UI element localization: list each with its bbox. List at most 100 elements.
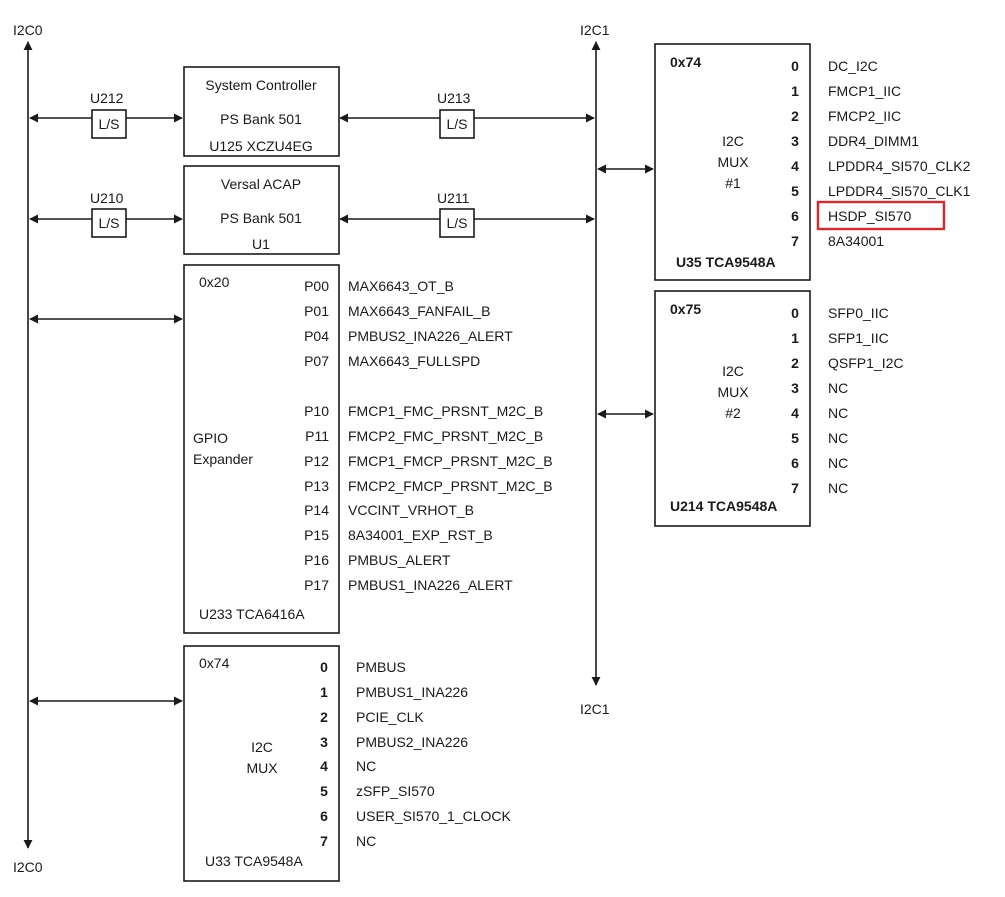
- mux-channel-signal: FMCP1_IIC: [828, 83, 901, 99]
- mux-channel-signal: PMBUS: [356, 659, 406, 675]
- mux-channel-signal: PMBUS1_INA226: [356, 684, 468, 700]
- system-controller-bank: PS Bank 501: [220, 111, 302, 127]
- mux-u33-block: 0x74 I2C MUX U33 TCA9548A: [183, 645, 340, 882]
- mux-channel-signal: PMBUS2_INA226: [356, 734, 468, 750]
- gpio-pin: P07: [304, 353, 329, 369]
- system-controller-block: System Controller PS Bank 501 U125 XCZU4…: [183, 66, 340, 157]
- gpio-signal: VCCINT_VRHOT_B: [348, 502, 474, 518]
- gpio-pin: P01: [304, 303, 329, 319]
- level-shifter-u211: U211 L/S: [437, 190, 475, 238]
- mux-channel-signal: LPDDR4_SI570_CLK1: [828, 183, 971, 199]
- gpio-pin: P16: [304, 552, 329, 568]
- gpio-signal: 8A34001_EXP_RST_B: [348, 527, 493, 543]
- gpio-pin: P15: [304, 527, 329, 543]
- gpio-signal: FMCP1_FMCP_PRSNT_M2C_B: [348, 453, 553, 469]
- gpio-expander-block: 0x20 GPIO Expander U233 TCA6416A: [183, 264, 340, 634]
- gpio-signal: FMCP2_FMC_PRSNT_M2C_B: [348, 428, 543, 444]
- mux-channel-number: 5: [791, 430, 799, 446]
- mux-channel-signal: 8A34001: [828, 233, 884, 249]
- mux-u214-channel-list: 0 SFP0_IIC 1 SFP1_IIC 2 QSFP1_I2C 3 NC 4…: [791, 305, 903, 496]
- mux-channel-number: 0: [791, 58, 799, 74]
- mux-channel-number: 6: [320, 808, 328, 824]
- level-shifter-label: L/S: [446, 116, 467, 132]
- system-controller-title: System Controller: [205, 77, 317, 93]
- gpio-signal: MAX6643_FANFAIL_B: [348, 303, 490, 319]
- mux-u35-block: 0x74 I2C MUX #1 U35 TCA9548A: [654, 43, 811, 281]
- level-shifter-ref: U210: [90, 190, 124, 206]
- mux-u35-label: #1: [725, 175, 741, 191]
- mux-u35-channel-list: 0 DC_I2C 1 FMCP1_IIC 2 FMCP2_IIC 3 DDR4_…: [791, 58, 971, 249]
- level-shifter-u210: U210 L/S: [90, 190, 127, 238]
- gpio-signal: PMBUS1_INA226_ALERT: [348, 577, 513, 593]
- level-shifter-ref: U211: [437, 190, 470, 206]
- mux-channel-signal: NC: [356, 833, 376, 849]
- mux-u35-part: U35 TCA9548A: [676, 254, 776, 270]
- mux-channel-number: 0: [320, 659, 328, 675]
- i2c0-bus: I2C0 I2C0: [13, 22, 43, 875]
- mux-channel-number: 4: [791, 158, 799, 174]
- mux-u214-label: #2: [725, 405, 741, 421]
- level-shifter-u213: U213 L/S: [437, 90, 475, 139]
- versal-bank: PS Bank 501: [220, 210, 302, 226]
- versal-block: Versal ACAP PS Bank 501 U1: [183, 165, 340, 255]
- versal-part: U1: [252, 236, 270, 252]
- level-shifter-label: L/S: [98, 116, 119, 132]
- gpio-pin: P00: [304, 278, 329, 294]
- mux-u33-part: U33 TCA9548A: [205, 853, 303, 869]
- mux-channel-number: 4: [791, 405, 799, 421]
- gpio-pin: P11: [305, 428, 329, 444]
- system-controller-part: U125 XCZU4EG: [209, 138, 312, 154]
- mux-channel-signal: USER_SI570_1_CLOCK: [356, 808, 512, 824]
- mux-channel-number: 5: [320, 783, 328, 799]
- mux-channel-number: 3: [791, 380, 799, 396]
- level-shifter-label: L/S: [446, 215, 467, 231]
- i2c1-top-label: I2C1: [580, 22, 610, 38]
- mux-channel-number: 1: [320, 684, 328, 700]
- gpio-pin-list: P00 MAX6643_OT_B P01 MAX6643_FANFAIL_B P…: [304, 278, 553, 593]
- level-shifter-ref: U213: [437, 90, 471, 106]
- mux-channel-number: 1: [791, 83, 799, 99]
- gpio-pin: P14: [304, 502, 329, 518]
- mux-channel-number: 2: [791, 355, 799, 371]
- mux-channel-number: 0: [791, 305, 799, 321]
- mux-channel-signal: SFP1_IIC: [828, 330, 889, 346]
- gpio-signal: PMBUS2_INA226_ALERT: [348, 328, 513, 344]
- mux-channel-number: 7: [791, 233, 799, 249]
- mux-channel-signal: QSFP1_I2C: [828, 355, 903, 371]
- mux-channel-signal: LPDDR4_SI570_CLK2: [828, 158, 971, 174]
- mux-u33-label: MUX: [246, 760, 278, 776]
- gpio-expander-label: GPIO: [193, 430, 228, 446]
- highlight-box: [816, 200, 946, 231]
- level-shifter-u212: U212 L/S: [90, 90, 127, 139]
- gpio-expander-label: Expander: [193, 451, 253, 467]
- mux-channel-signal: DDR4_DIMM1: [828, 133, 919, 149]
- gpio-pin: P04: [304, 328, 329, 344]
- gpio-signal: MAX6643_OT_B: [348, 278, 454, 294]
- mux-channel-signal: NC: [828, 430, 848, 446]
- mux-channel-number: 4: [320, 758, 328, 774]
- mux-channel-signal: SFP0_IIC: [828, 305, 889, 321]
- gpio-pin: P13: [304, 478, 329, 494]
- mux-u35-label: I2C: [722, 133, 744, 149]
- mux-channel-signal-highlighted: HSDP_SI570: [828, 208, 911, 224]
- mux-channel-number: 1: [791, 330, 799, 346]
- bus-connections: [29, 113, 654, 706]
- mux-u214-address: 0x75: [670, 301, 701, 317]
- mux-u35-label: MUX: [717, 154, 749, 170]
- mux-u214-block: 0x75 I2C MUX #2 U214 TCA9548A: [654, 290, 811, 527]
- mux-u33-address: 0x74: [199, 655, 230, 671]
- i2c0-top-label: I2C0: [13, 22, 43, 38]
- mux-channel-number: 7: [320, 833, 328, 849]
- mux-channel-signal: DC_I2C: [828, 58, 878, 74]
- gpio-expander-address: 0x20: [199, 274, 230, 290]
- mux-u33-label: I2C: [251, 739, 273, 755]
- gpio-signal: MAX6643_FULLSPD: [348, 353, 480, 369]
- gpio-expander-part: U233 TCA6416A: [199, 606, 305, 622]
- i2c0-bottom-label: I2C0: [13, 859, 43, 875]
- mux-u214-part: U214 TCA9548A: [670, 498, 777, 514]
- mux-channel-number: 5: [791, 183, 799, 199]
- mux-channel-signal: NC: [828, 480, 848, 496]
- mux-u35-address: 0x74: [670, 54, 701, 70]
- mux-channel-number: 2: [791, 108, 799, 124]
